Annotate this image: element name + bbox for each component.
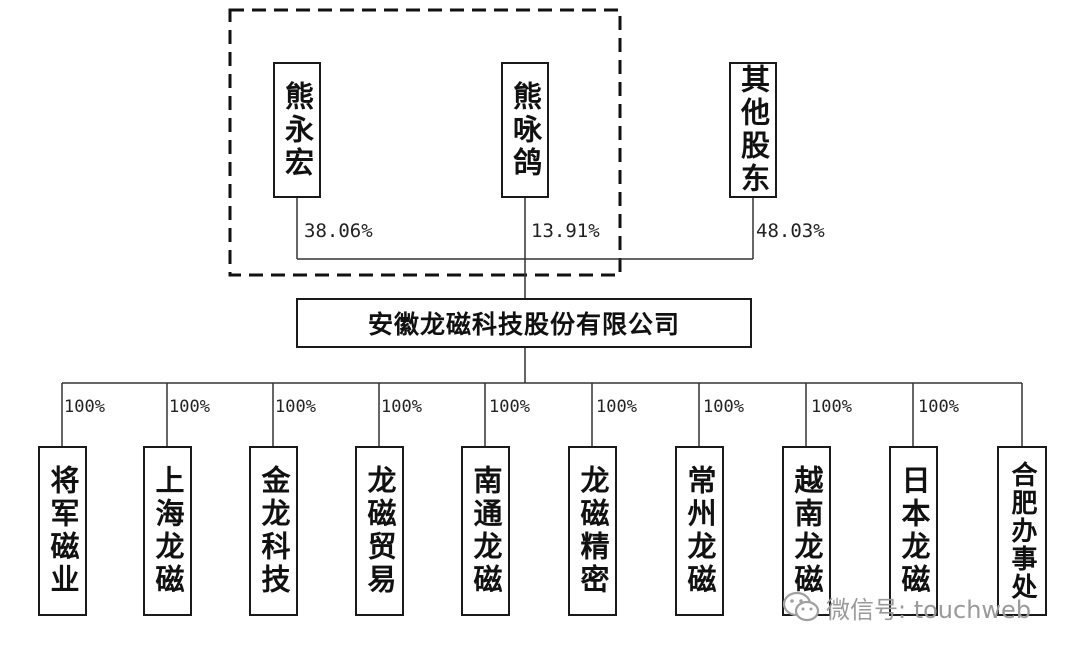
shareholder-box-1: 熊永宏: [273, 62, 321, 198]
shareholder-pct-2: 13.91%: [531, 220, 600, 242]
subsidiary-box-6: 龙磁精密: [568, 446, 617, 616]
subsidiary-name-5: 南通龙磁: [469, 465, 503, 597]
shareholder-name-1: 熊永宏: [280, 80, 315, 180]
subsidiary-box-10: 合肥办事处: [997, 446, 1047, 616]
sub-pct-6: 100%: [596, 397, 637, 417]
company-name: 安徽龙磁科技股份有限公司: [367, 310, 680, 339]
subsidiary-name-2: 上海龙磁: [151, 465, 185, 597]
sub-pct-2: 100%: [169, 397, 210, 417]
sub-pct-8: 100%: [811, 397, 852, 417]
sub-pct-7: 100%: [703, 397, 744, 417]
subsidiary-box-5: 南通龙磁: [461, 446, 510, 616]
subsidiary-name-6: 龙磁精密: [576, 465, 610, 597]
wechat-icon: [782, 591, 820, 622]
wechat-watermark: 微信号: touchweb: [782, 588, 1031, 626]
shareholder-box-2: 熊咏鸽: [501, 62, 549, 198]
shareholder-pct-1: 38.06%: [304, 220, 373, 242]
subsidiary-box-8: 越南龙磁: [782, 446, 831, 616]
subsidiary-name-9: 日本龙磁: [897, 465, 931, 597]
shareholder-name-2: 熊咏鸽: [508, 80, 543, 180]
sub-pct-3: 100%: [275, 397, 316, 417]
company-box: 安徽龙磁科技股份有限公司: [296, 298, 752, 348]
subsidiary-name-7: 常州龙磁: [683, 465, 717, 597]
subsidiary-name-10: 合肥办事处: [1007, 461, 1037, 601]
subsidiary-name-8: 越南龙磁: [790, 465, 824, 597]
watermark-text: 微信号: touchweb: [826, 595, 1032, 624]
subsidiary-box-3: 金龙科技: [249, 446, 298, 616]
subsidiary-name-1: 将军磁业: [46, 465, 80, 597]
subsidiary-box-2: 上海龙磁: [143, 446, 192, 616]
sub-pct-1: 100%: [64, 397, 105, 417]
controller-dashed-box: [228, 8, 622, 277]
shareholder-pct-3: 48.03%: [756, 220, 825, 242]
subsidiary-name-3: 金龙科技: [257, 465, 291, 597]
subsidiary-box-9: 日本龙磁: [889, 446, 938, 616]
sub-pct-9: 100%: [918, 397, 959, 417]
sub-pct-5: 100%: [489, 397, 530, 417]
subsidiary-name-4: 龙磁贸易: [363, 465, 397, 597]
sub-pct-4: 100%: [381, 397, 422, 417]
shareholder-name-3: 其他股东: [736, 64, 771, 196]
subsidiary-box-4: 龙磁贸易: [355, 446, 404, 616]
subsidiary-box-1: 将军磁业: [38, 446, 87, 616]
subsidiary-box-7: 常州龙磁: [675, 446, 724, 616]
shareholder-box-3: 其他股东: [729, 62, 777, 198]
